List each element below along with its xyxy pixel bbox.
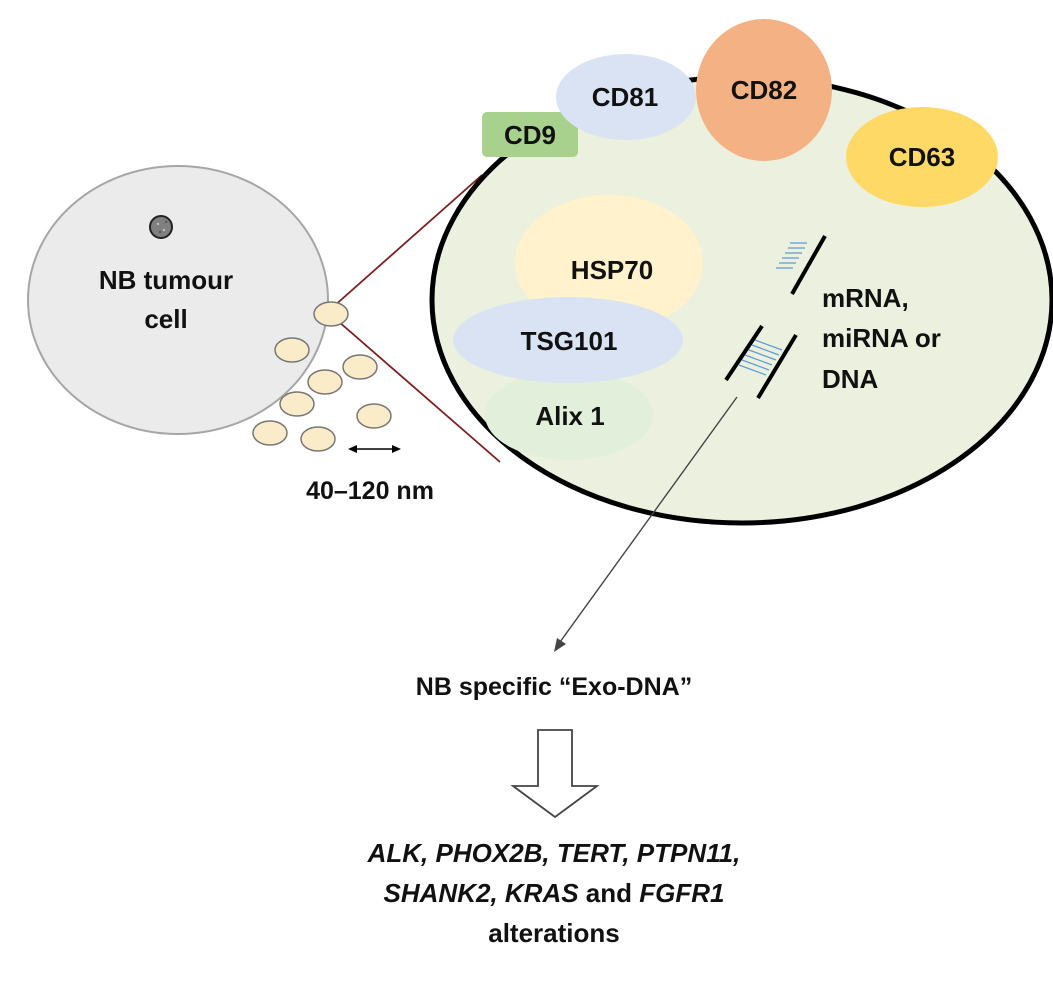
tsg101-protein	[453, 297, 683, 383]
alterations-and: and	[579, 878, 640, 908]
cell-label-line1: NB tumour	[99, 265, 233, 295]
zoom-line-top	[332, 174, 483, 308]
small-exosome	[279, 391, 315, 417]
alix-protein	[485, 370, 653, 460]
down-arrow-icon	[510, 729, 600, 819]
double-strand-dna-icon	[724, 324, 798, 400]
cd9-protein	[482, 112, 578, 157]
exo-dna-label: NB specific “Exo-DNA”	[416, 673, 692, 701]
release-arrow-head	[554, 638, 566, 652]
cd82-protein	[696, 19, 832, 161]
cd81-label: CD81	[592, 82, 658, 112]
cd9-label: CD9	[504, 120, 556, 150]
cd63-protein	[846, 107, 998, 207]
cd63-label: CD63	[889, 142, 955, 172]
alterations-line3: alterations	[488, 918, 620, 948]
hsp70-label: HSP70	[571, 255, 653, 285]
cell-label-line2: cell	[144, 304, 187, 334]
nucleic-label-line2: miRNA or	[822, 323, 941, 353]
scale-arrow	[348, 445, 401, 453]
nucleic-label-line3: DNA	[822, 364, 879, 394]
small-exosome	[252, 420, 288, 446]
small-exosome	[274, 337, 310, 363]
release-arrow	[559, 396, 738, 643]
small-exosome	[300, 426, 336, 452]
zoom-line-bottom	[337, 320, 501, 463]
cd82-label: CD82	[731, 75, 797, 105]
nucleic-label-line1: mRNA,	[822, 283, 909, 313]
tsg101-label: TSG101	[521, 326, 618, 356]
small-exosomes	[252, 301, 392, 452]
single-strand-rna-icon	[776, 235, 827, 295]
cell-nucleus	[149, 215, 173, 239]
small-exosome	[313, 301, 349, 327]
small-exosome	[342, 354, 378, 380]
alterations-line2: SHANK2, KRAS and FGFR1	[384, 878, 725, 908]
alterations-genes-a: SHANK2, KRAS	[384, 878, 580, 908]
cd81-protein	[556, 54, 696, 140]
alterations-line1: ALK, PHOX2B, TERT, PTPN11,	[367, 838, 741, 868]
small-exosome	[356, 403, 392, 429]
alix-label: Alix 1	[535, 401, 604, 431]
alterations-genes-b: FGFR1	[639, 878, 724, 908]
hsp70-protein	[515, 195, 703, 331]
scale-label: 40–120 nm	[306, 477, 434, 505]
small-exosome	[307, 369, 343, 395]
tumour-cell	[27, 165, 329, 435]
